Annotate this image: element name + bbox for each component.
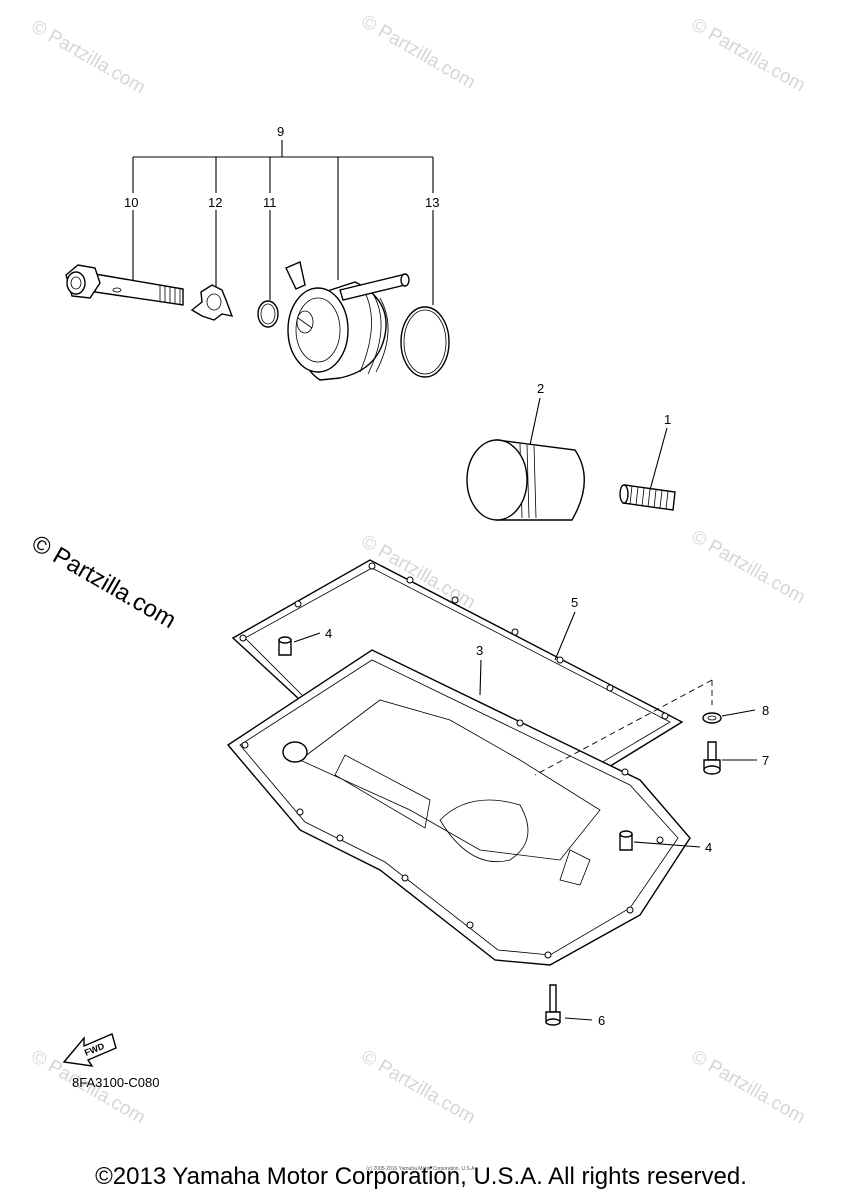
- callout-1: 1: [664, 412, 671, 427]
- callout-9: 9: [277, 124, 284, 139]
- watermark: © Partzilla.com: [358, 11, 479, 93]
- part-3-oil-pan: [226, 649, 691, 966]
- callout-13: 13: [425, 195, 439, 210]
- callout-3: 3: [476, 643, 483, 658]
- callout-4-upper: 4: [325, 626, 332, 641]
- callout-11: 11: [263, 195, 277, 210]
- watermark-layer: © Partzilla.com © Partzilla.com © Partzi…: [27, 11, 809, 1128]
- callout-7: 7: [762, 753, 769, 768]
- dashed-leaders: [534, 679, 713, 776]
- group-bracket-9: [132, 140, 434, 305]
- diagram-code: 8FA3100-C080: [72, 1075, 160, 1090]
- part-6-bolt: [545, 984, 593, 1026]
- part-12-lock-washer: [190, 284, 234, 321]
- part-1-stud: [619, 427, 676, 511]
- watermark: © Partzilla.com: [358, 1046, 479, 1128]
- part-10-union-bolt: [65, 264, 184, 306]
- part-2-oil-filter: [466, 397, 585, 521]
- footer-copyright: ©2013 Yamaha Motor Corporation, U.S.A. A…: [95, 1163, 747, 1190]
- part-7-drain-plug: [703, 741, 757, 775]
- callout-labels: 9 10 12 11 13 2 1 5 4 3 8 7 4 6: [124, 124, 769, 1028]
- part-4-dowel-pin-lower: [619, 830, 701, 851]
- watermark: © Partzilla.com: [688, 1046, 809, 1128]
- callout-2: 2: [537, 381, 544, 396]
- gasket-holes: [239, 562, 669, 789]
- watermark: © Partzilla.com: [688, 14, 809, 96]
- callout-8: 8: [762, 703, 769, 718]
- fwd-arrow-icon: FWD: [62, 1033, 117, 1067]
- callout-10: 10: [124, 195, 138, 210]
- callout-4-lower: 4: [705, 840, 712, 855]
- callout-5: 5: [571, 595, 578, 610]
- part-9-oil-cooler: [285, 261, 410, 381]
- watermark-prominent: © Partzilla.com: [27, 530, 181, 634]
- part-11-o-ring: [257, 300, 279, 328]
- part-13-o-ring: [400, 306, 450, 378]
- fine-print: (c) 2005-2016 Yamaha Motor Corporation, …: [366, 1166, 476, 1172]
- watermark: © Partzilla.com: [688, 526, 809, 608]
- part-8-washer: [702, 709, 756, 724]
- pan-holes: [241, 719, 664, 959]
- callout-6: 6: [598, 1013, 605, 1028]
- part-4-dowel-pin-upper: [278, 632, 321, 656]
- callout-12: 12: [208, 195, 222, 210]
- watermark: © Partzilla.com: [28, 16, 149, 98]
